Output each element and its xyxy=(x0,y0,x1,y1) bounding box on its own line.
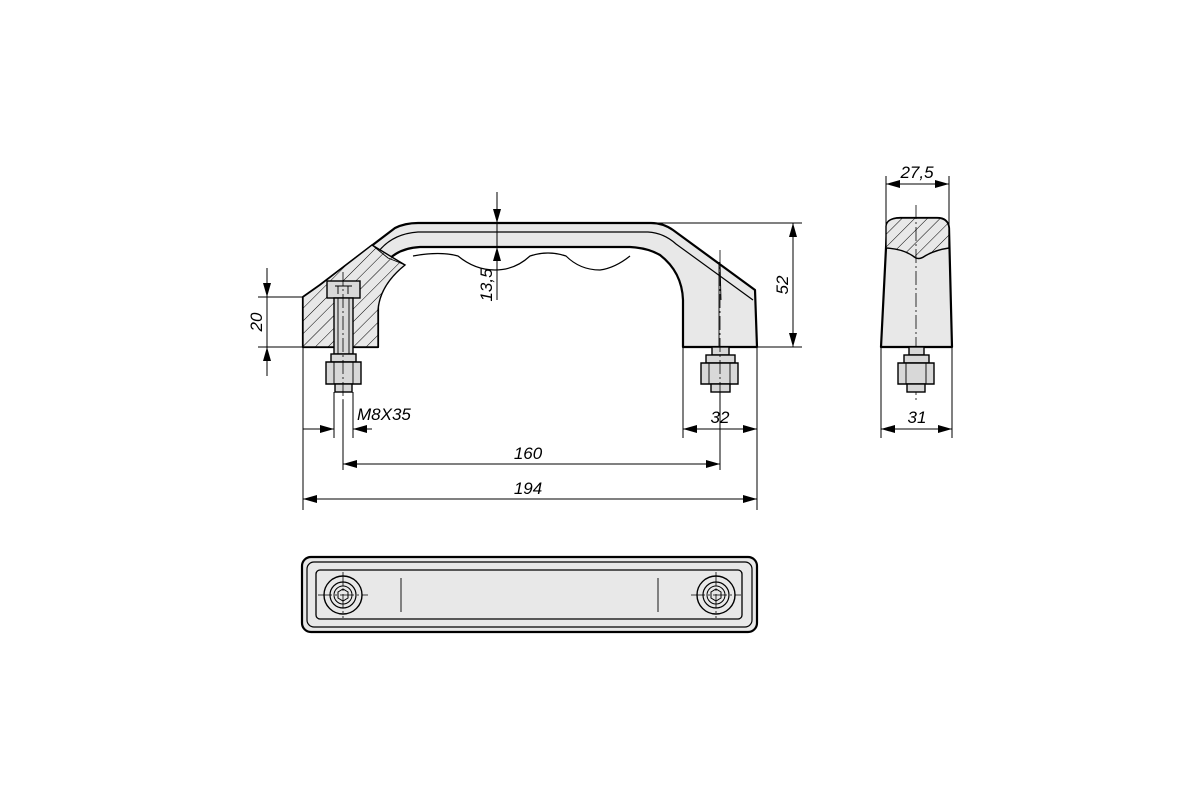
top-bolt-left xyxy=(318,572,368,618)
top-view xyxy=(300,555,759,634)
top-bolt-right xyxy=(691,572,741,618)
dim-32: 32 xyxy=(711,408,730,427)
screw-right xyxy=(700,346,739,393)
dim-52: 52 xyxy=(773,275,792,294)
front-dimensions: 52 20 13,5 M8X35 32 xyxy=(247,192,802,510)
side-dimensions: 27,5 31 xyxy=(880,163,953,438)
screw-left xyxy=(325,280,362,393)
dim-20: 20 xyxy=(247,312,266,332)
side-screw xyxy=(897,346,935,393)
top-body-inner xyxy=(315,569,743,620)
dim-31: 31 xyxy=(908,408,927,427)
grip-scallops xyxy=(412,252,631,271)
dim-13-5: 13,5 xyxy=(477,268,496,302)
dim-m8x35: M8X35 xyxy=(357,405,411,424)
dim-160: 160 xyxy=(514,444,543,463)
side-section-hatch xyxy=(885,217,950,260)
dim-27-5: 27,5 xyxy=(899,163,934,182)
dim-194: 194 xyxy=(514,479,542,498)
front-view xyxy=(301,221,759,440)
side-view xyxy=(879,205,954,400)
